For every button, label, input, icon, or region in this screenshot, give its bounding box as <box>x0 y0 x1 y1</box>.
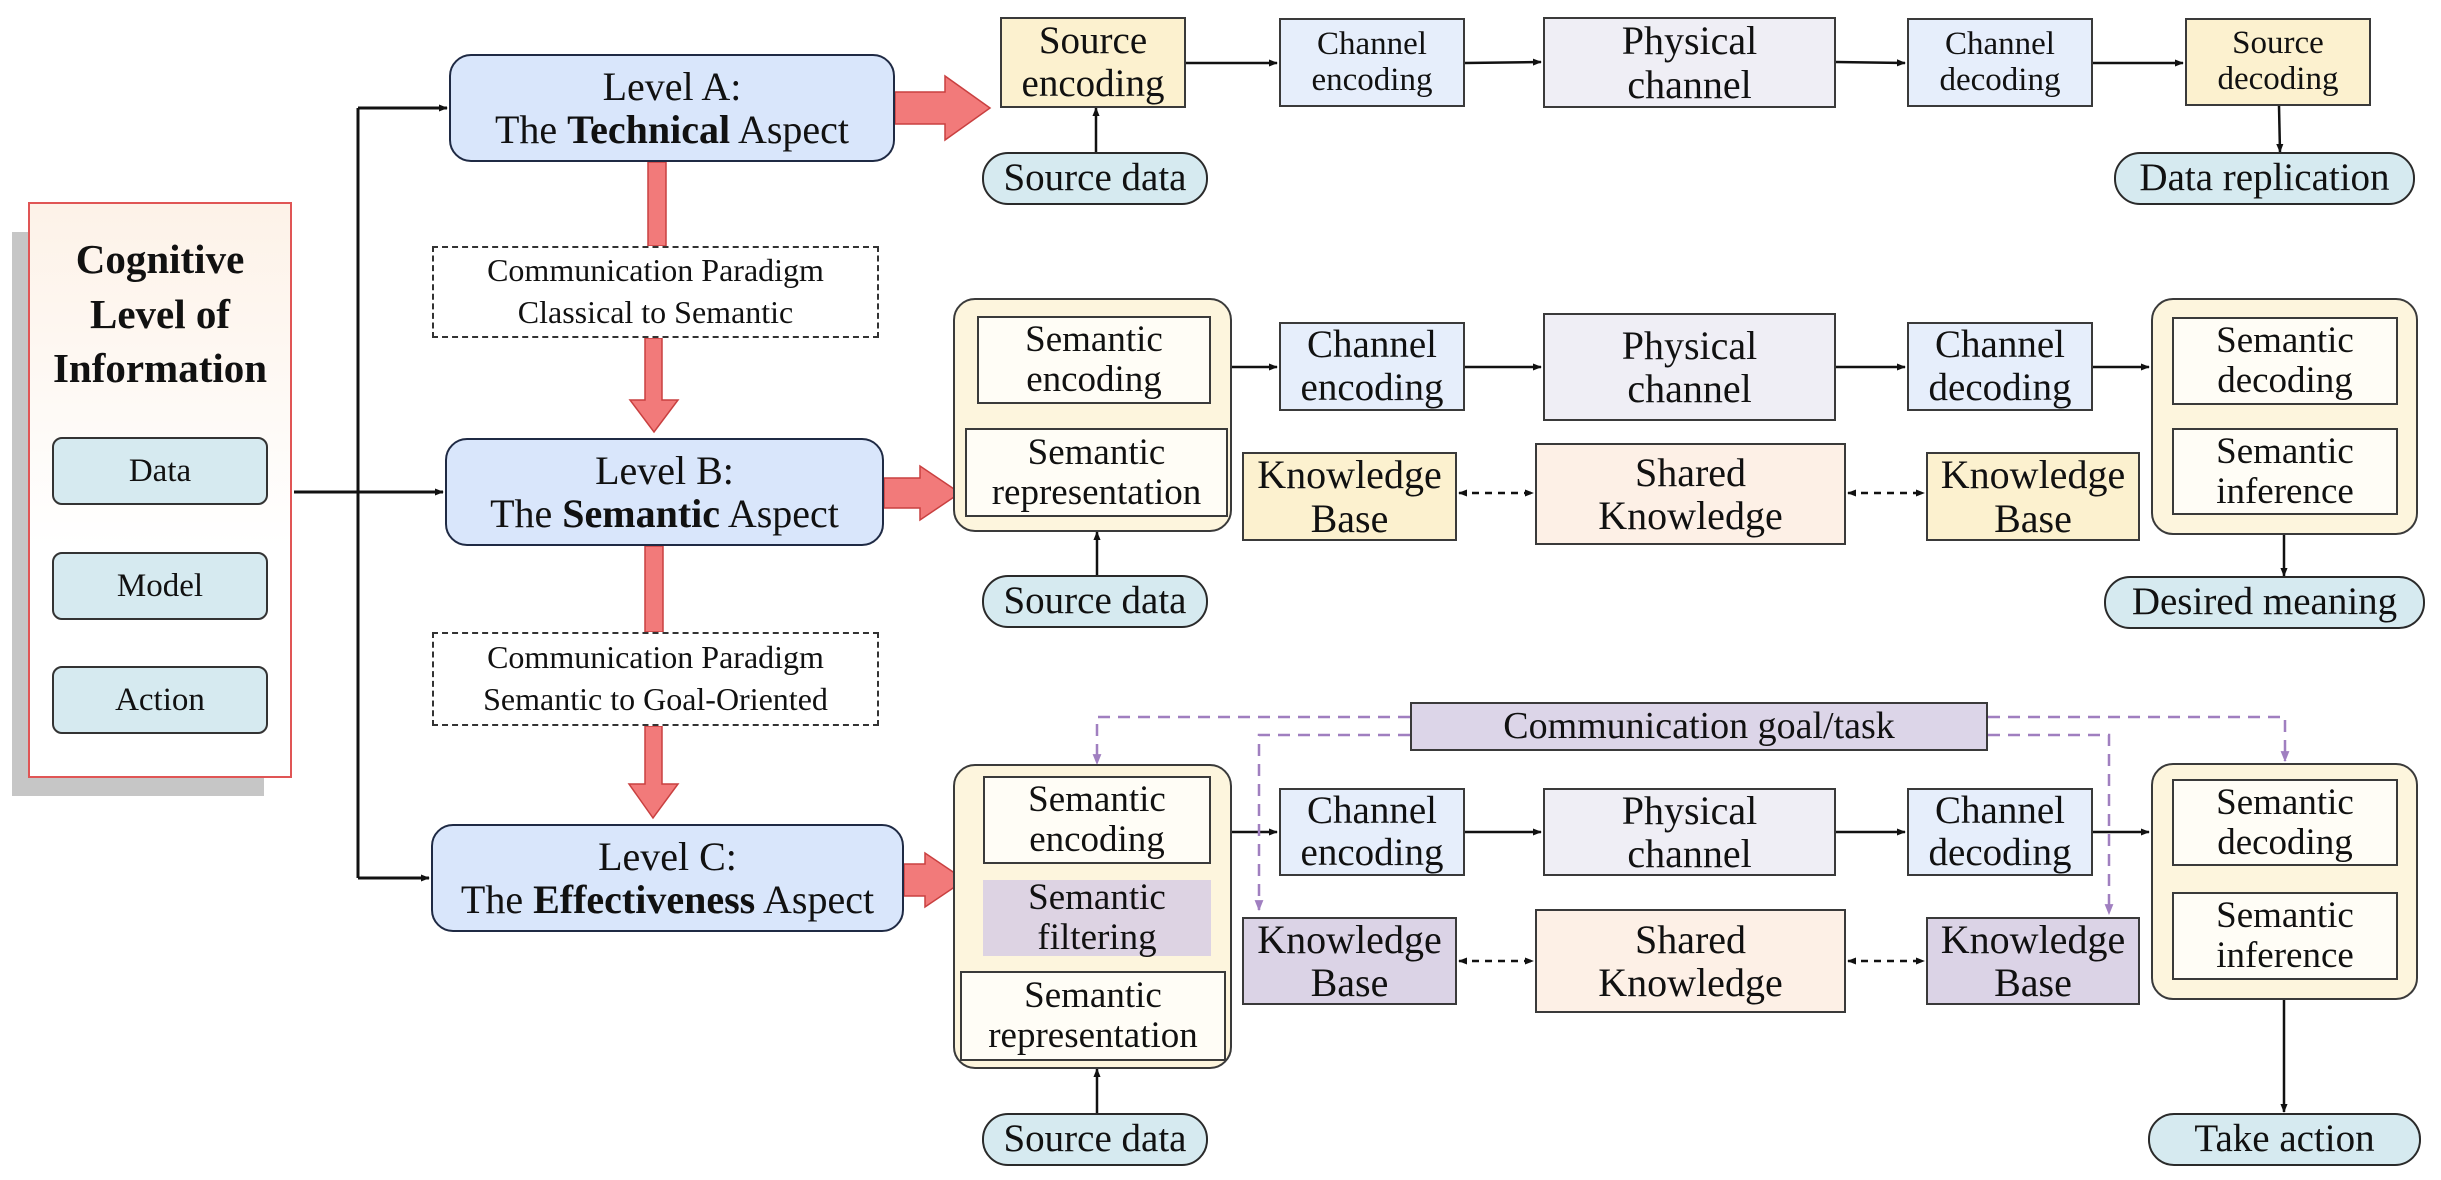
pink-arrow-down-2 <box>627 725 680 820</box>
cognitive-panel: Cognitive Level of Information Data Mode… <box>28 202 292 778</box>
pink-arrow-a <box>894 74 992 142</box>
cognitive-title: Cognitive Level of Information <box>30 232 290 396</box>
level-b-subtitle: The Semantic Aspect <box>490 491 839 536</box>
level-a-box: Level A: The Technical Aspect <box>449 54 895 162</box>
level-c-subtitle: The Effectiveness Aspect <box>460 877 875 922</box>
pink-stem-b1 <box>644 545 664 633</box>
level-b-title: Level B: <box>595 447 734 493</box>
cognitive-item-action: Action <box>52 666 268 734</box>
row-b-desired-meaning: Desired meaning <box>2104 576 2425 629</box>
row-b-source-data: Source data <box>982 575 1208 628</box>
pink-arrow-down-1 <box>628 337 680 434</box>
row-c-goal-task: Communication goal/task <box>1410 702 1988 751</box>
level-b-box: Level B: The Semantic Aspect <box>445 438 884 546</box>
goal-link-right-outer <box>1988 715 2290 763</box>
cognitive-item-model: Model <box>52 552 268 620</box>
cognitive-title-line-3: Information <box>52 345 268 392</box>
cognitive-item-data: Data <box>52 437 268 505</box>
row-a-data-replication: Data replication <box>2114 152 2415 205</box>
cognitive-title-line-1: Cognitive <box>75 236 245 282</box>
level-c-box: Level C: The Effectiveness Aspect <box>431 824 904 932</box>
level-c-title: Level C: <box>598 833 737 879</box>
pink-stem-a1 <box>647 161 667 247</box>
goal-link-right-inner <box>1988 733 2114 916</box>
goal-link-left-inner <box>1254 733 1410 912</box>
row-c-source-data: Source data <box>982 1113 1208 1166</box>
pink-arrow-b <box>883 464 962 522</box>
cognitive-title-line-2: Level of <box>89 290 231 337</box>
goal-link-left-outer <box>1092 715 1410 766</box>
row-a-source-data: Source data <box>982 152 1208 205</box>
pink-arrow-c <box>903 851 967 909</box>
row-c-take-action: Take action <box>2148 1113 2421 1166</box>
level-a-title: Level A: <box>602 63 742 109</box>
level-a-subtitle: The Technical Aspect <box>494 107 850 152</box>
